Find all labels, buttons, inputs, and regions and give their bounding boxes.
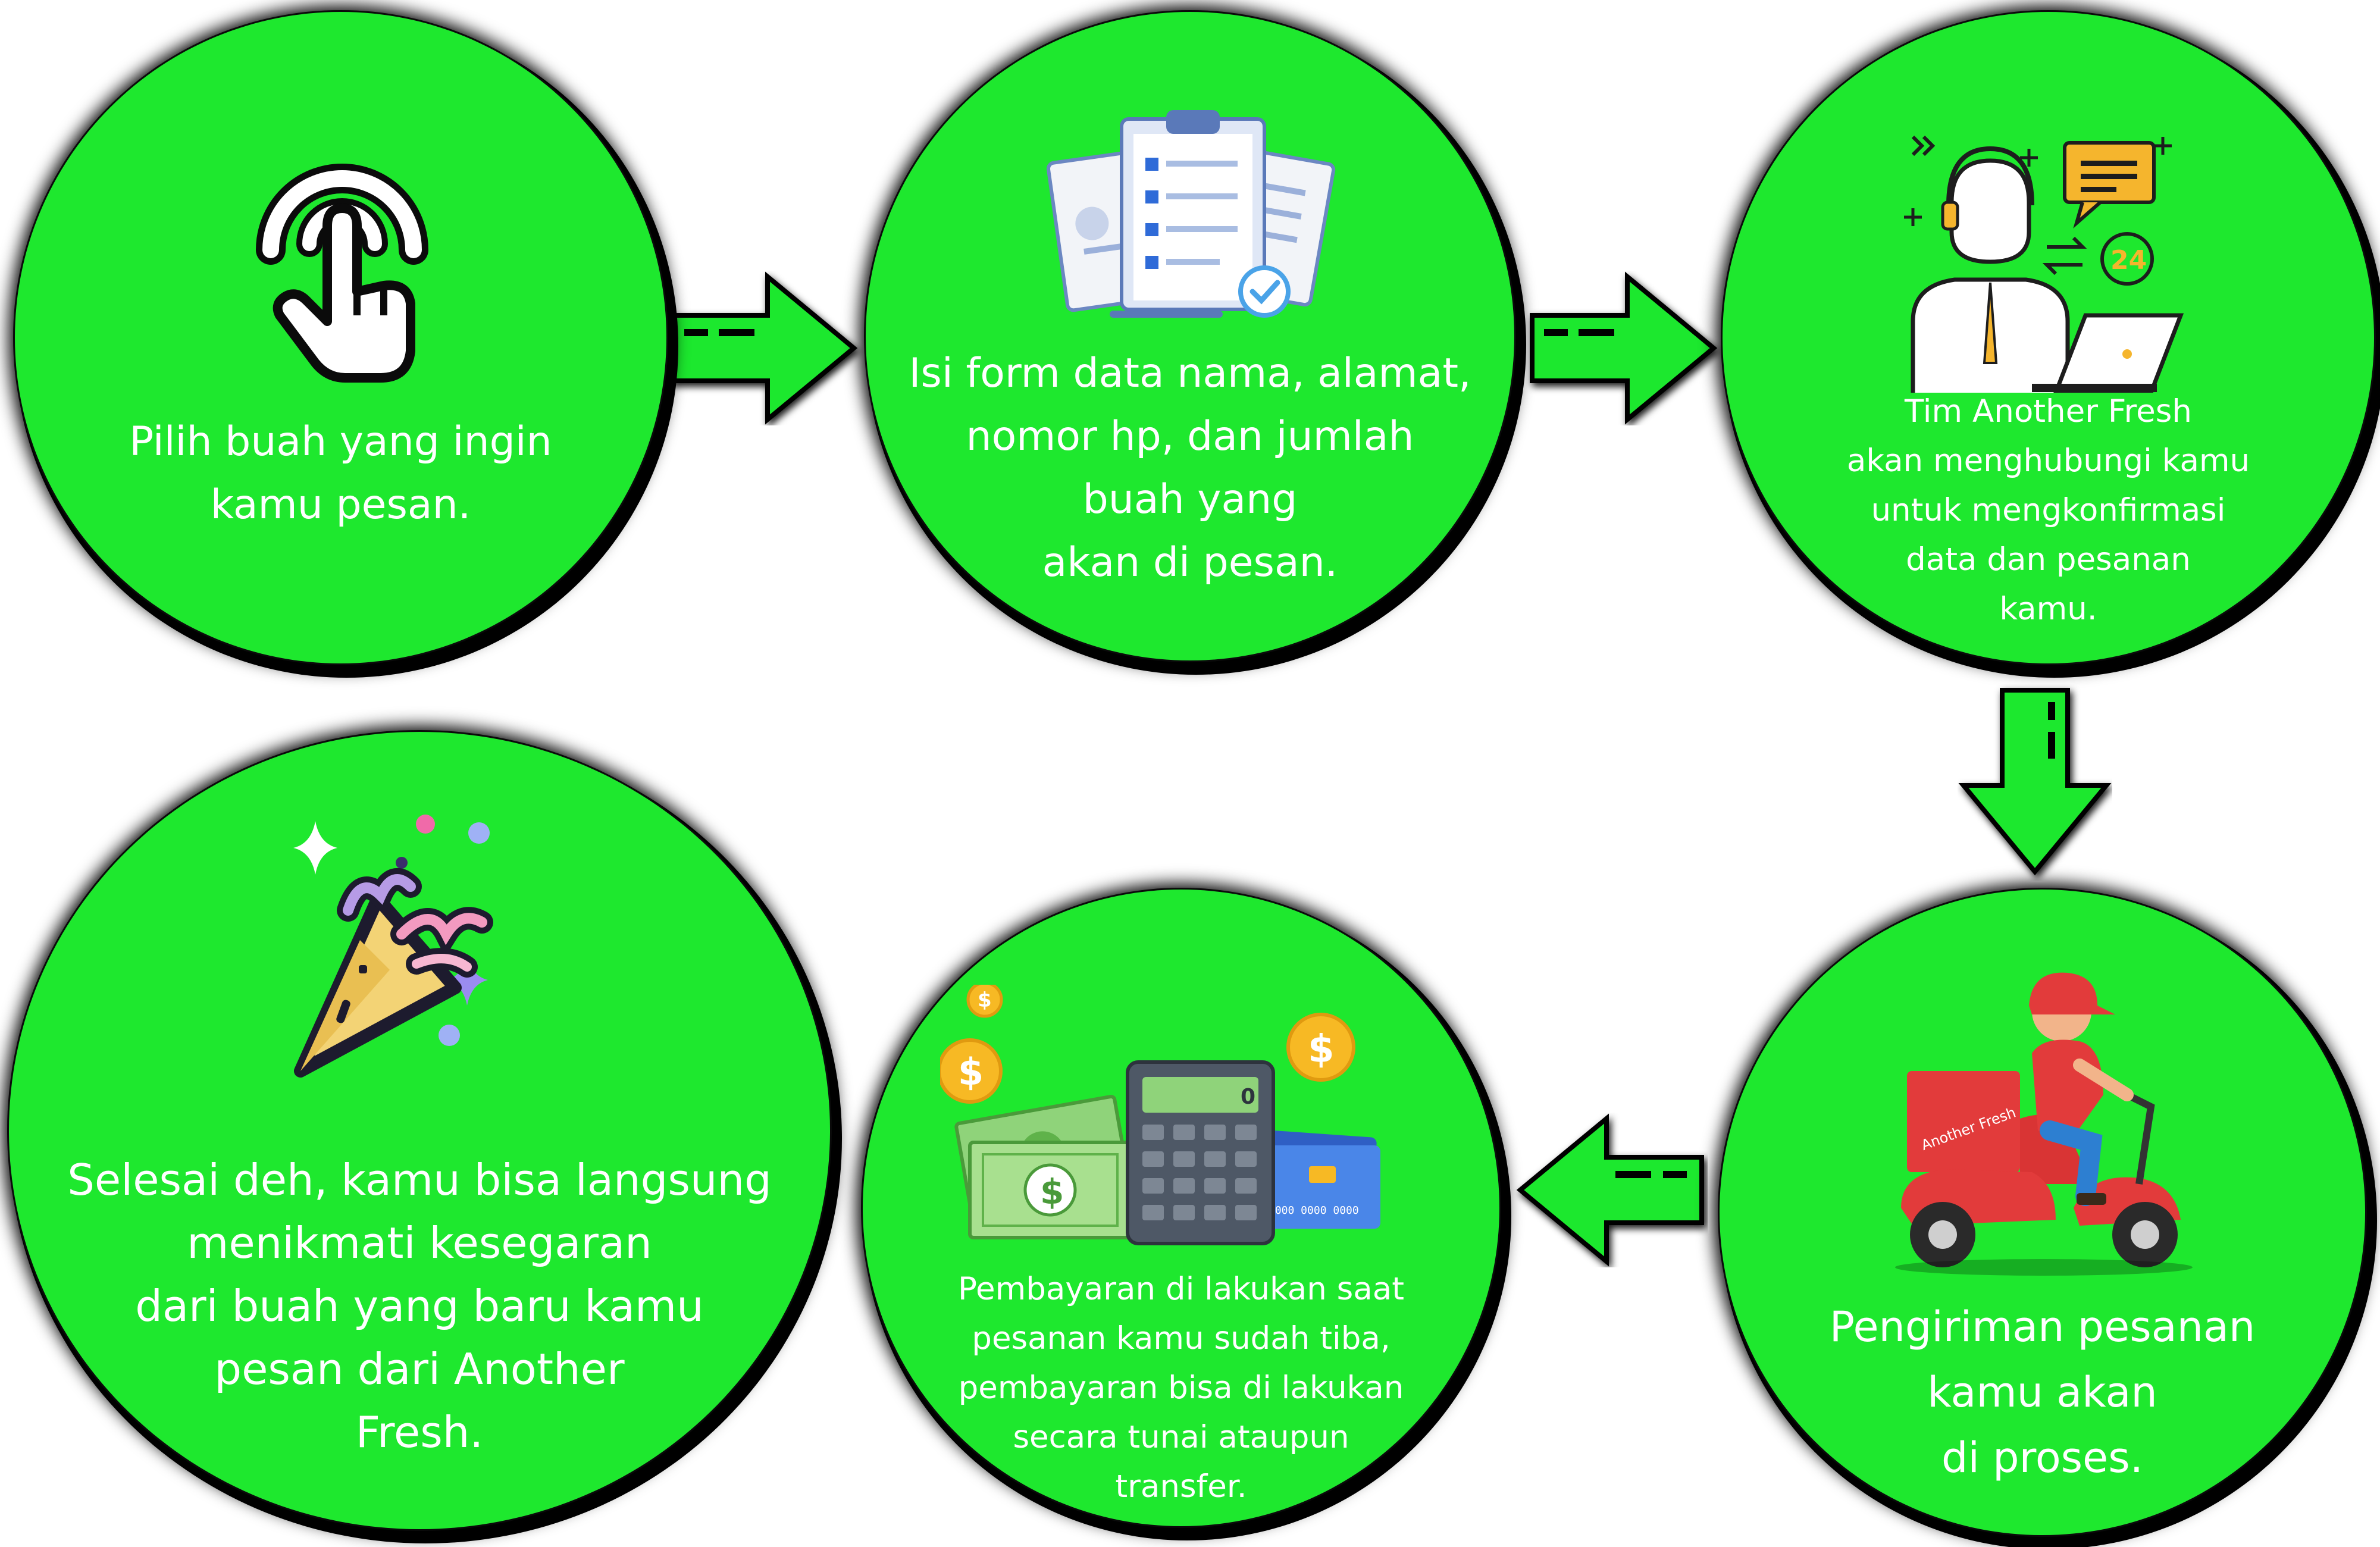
delivery-scooter-icon: Another Fresh (1895, 972, 2193, 1276)
svg-text:$: $ (978, 988, 992, 1012)
svg-text:$: $ (958, 1050, 984, 1094)
calculator-display: 0 (1241, 1085, 1255, 1109)
step-choose-fruit-text: Pilih buah yang ingin kamu pesan. (129, 418, 552, 528)
clipboard-form-icon (1046, 110, 1336, 318)
arrow-step4-to-step5 (1516, 1113, 1704, 1267)
step-done: Selesai deh, kamu bisa langsung menikmat… (9, 732, 830, 1529)
card-number: 0000 0000 0000 (1269, 1204, 1359, 1217)
step-delivery: Another Fresh Pengiriman pesanan kamu ak… (1720, 890, 2365, 1535)
party-popper-icon (293, 815, 493, 1078)
svg-text:$: $ (1040, 1172, 1064, 1212)
step-payment-text: Pembayaran di lakukan saat pesanan kamu … (957, 1271, 1405, 1505)
step-fill-form-text: Isi form data nama, alamat, nomor hp, da… (909, 350, 1471, 586)
arrow-step2-to-step3 (1530, 271, 1718, 425)
svg-text:$: $ (1308, 1028, 1335, 1072)
tap-hand-icon (256, 164, 428, 383)
step-payment: $ $ $ $ 0000 0000 0000 0 Pembayaran di l… (863, 890, 1499, 1526)
svg-text:24: 24 (2110, 245, 2147, 275)
payment-calculator-icon: $ $ $ $ 0000 0000 0000 0 (940, 985, 1380, 1245)
support-agent-icon: 24 (1904, 135, 2184, 393)
step-choose-fruit: Pilih buah yang ingin kamu pesan. (15, 12, 666, 663)
step-delivery-text: Pengiriman pesanan kamu akan di proses. (1829, 1302, 2256, 1482)
step-confirmation: 24 Tim Another Fresh akan menghubungi ka… (1723, 12, 2374, 663)
arrow-step1-to-step2 (670, 271, 858, 425)
step-done-text: Selesai deh, kamu bisa langsung menikmat… (67, 1155, 772, 1457)
step-confirmation-text: Tim Another Fresh akan menghubungi kamu … (1846, 393, 2250, 627)
step-fill-form: Isi form data nama, alamat, nomor hp, da… (866, 12, 1514, 660)
arrow-step3-to-step4 (1958, 688, 2112, 876)
